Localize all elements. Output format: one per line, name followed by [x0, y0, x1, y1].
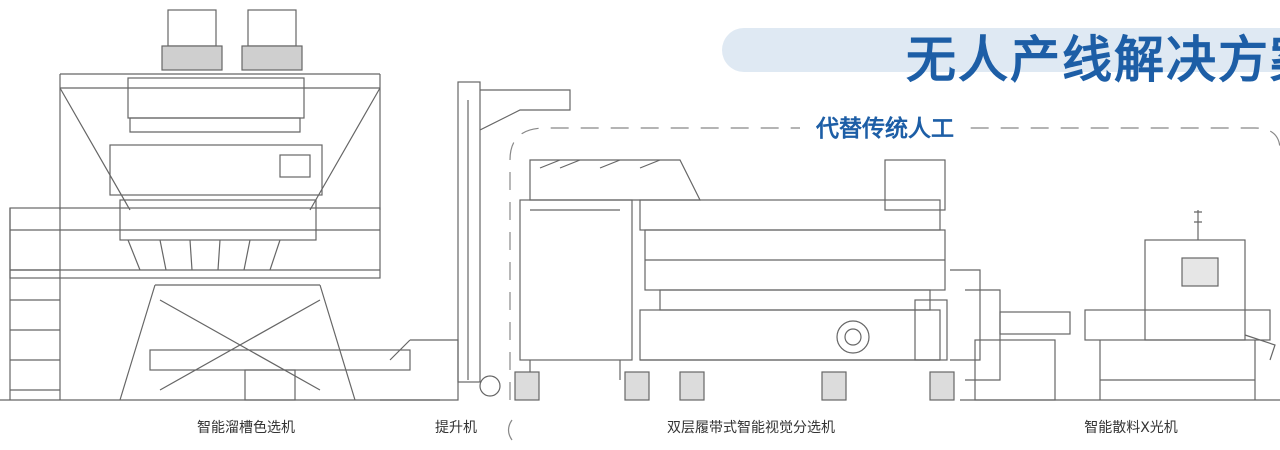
- title-banner: 无人产线解决方案: [722, 28, 1280, 89]
- machine-label-vision-sorter: 双层履带式智能视觉分选机: [667, 420, 835, 436]
- machine-label-xray: 智能散料X光机: [1084, 420, 1178, 436]
- machine-label-elevator: 提升机: [435, 420, 477, 436]
- replacement-boundary: [509, 127, 1280, 400]
- chute-color-sorter-drawing: [0, 9, 440, 401]
- vision-sorter-drawing: [514, 159, 981, 401]
- xray-machine-drawing: [960, 210, 1280, 401]
- page-title: 无人产线解决方案: [906, 31, 1280, 89]
- elevator-drawing: [380, 81, 571, 401]
- machine-label-chute-sorter: 智能溜槽色选机: [197, 420, 295, 436]
- page-subtitle: 代替传统人工: [800, 114, 970, 144]
